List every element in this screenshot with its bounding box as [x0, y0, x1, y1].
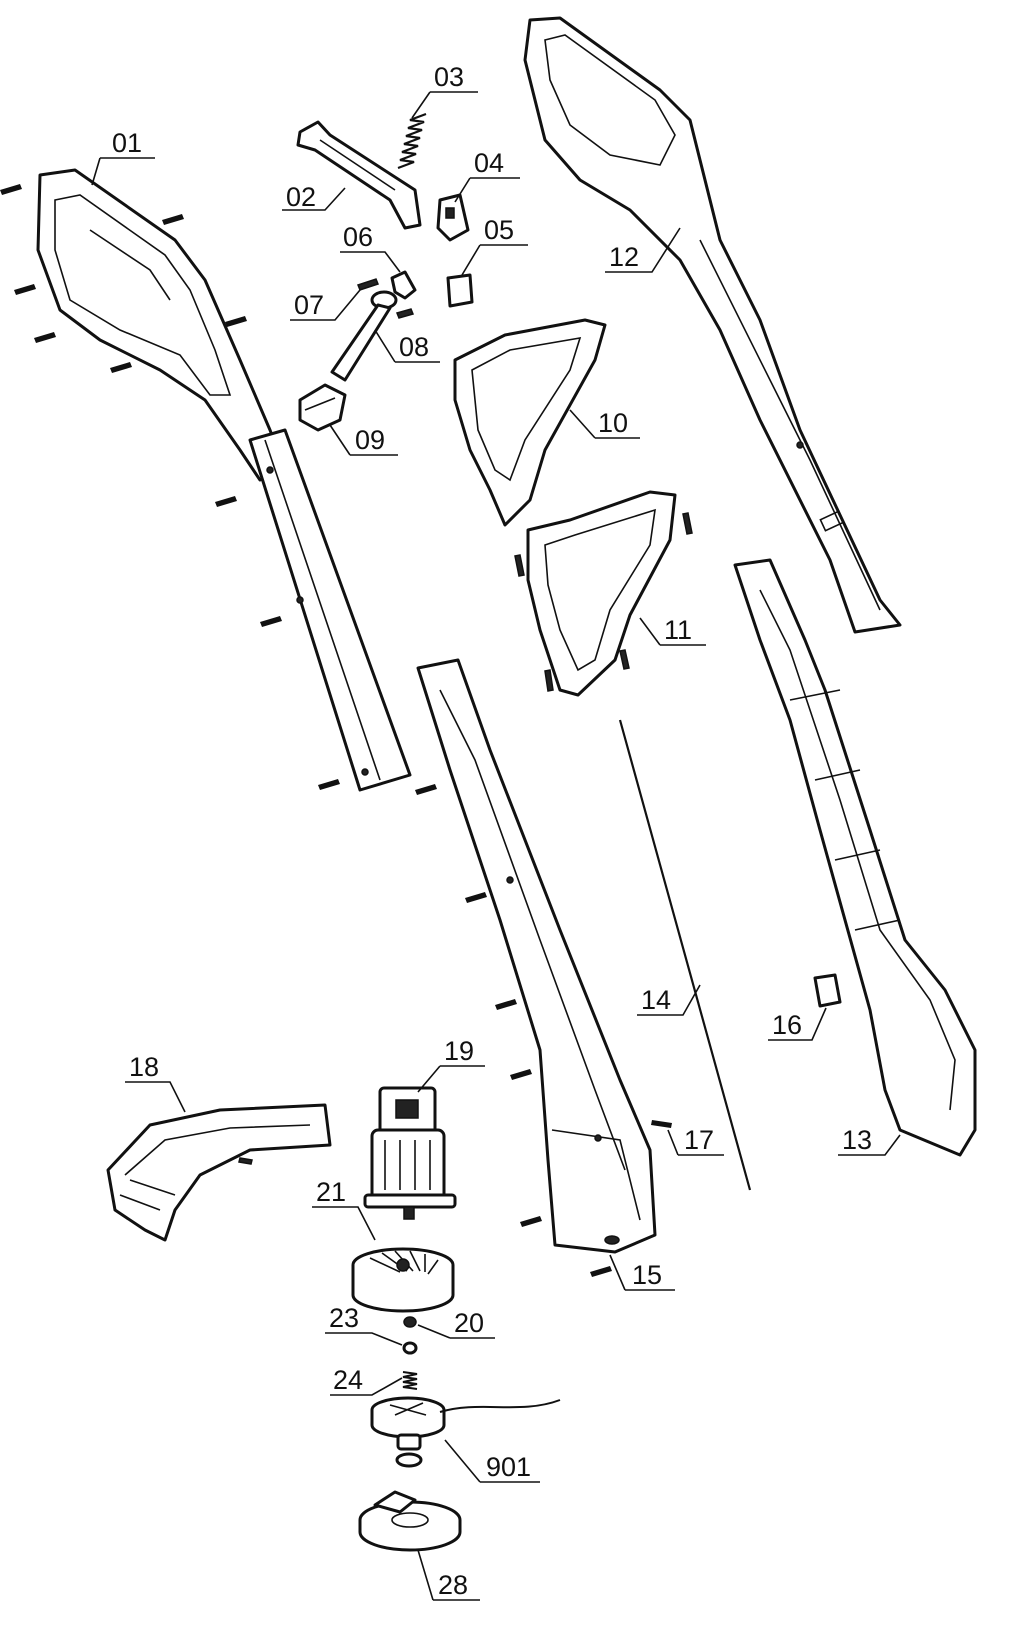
- part-12-handle-half-right: [523, 16, 902, 634]
- part-08-strain-relief: [330, 290, 415, 382]
- part-18-guard: [106, 1103, 332, 1242]
- label-part-901: 901: [486, 1452, 531, 1482]
- part-05-block: [446, 273, 474, 308]
- part-11-front-handle-half: [514, 490, 693, 697]
- part-10-front-handle-half: [453, 318, 607, 527]
- label-part-09: 09: [355, 425, 385, 455]
- label-part-19: 19: [444, 1036, 474, 1066]
- part-13-lower-housing-half: [733, 558, 977, 1157]
- label-part-06: 06: [343, 222, 373, 252]
- part-01-handle-half-left: [36, 168, 412, 792]
- label-part-18: 18: [129, 1052, 159, 1082]
- label-part-12: 12: [609, 242, 639, 272]
- label-part-20: 20: [454, 1308, 484, 1338]
- label-part-16: 16: [772, 1010, 802, 1040]
- part-24-spring: [402, 1371, 418, 1390]
- part-28-cap: [358, 1490, 462, 1552]
- part-labels: 01 02 03 04 05 06 07 08 09 10 11 12 13 1…: [112, 62, 872, 1600]
- part-07-screw: [357, 278, 379, 291]
- part-901-spool: [370, 1396, 561, 1468]
- part-21-fan: [351, 1247, 455, 1313]
- label-part-10: 10: [598, 408, 628, 438]
- label-part-21: 21: [316, 1177, 346, 1207]
- label-part-07: 07: [294, 290, 324, 320]
- part-03-spring: [397, 112, 427, 170]
- part-06-clip: [390, 270, 417, 300]
- label-part-24: 24: [333, 1365, 363, 1395]
- part-04-switch: [436, 193, 470, 242]
- part-15-lower-housing-half: [416, 658, 657, 1254]
- part-16-knob: [813, 973, 842, 1008]
- part-14-rod: [618, 719, 752, 1191]
- part-09-plug: [298, 383, 347, 432]
- part-02-trigger: [296, 120, 422, 230]
- label-part-11: 11: [664, 615, 692, 645]
- label-part-28: 28: [438, 1570, 468, 1600]
- part-20-washer: [403, 1316, 417, 1328]
- part-23-nut: [402, 1341, 418, 1355]
- part-19-motor: [363, 1086, 457, 1220]
- screws: [0, 184, 672, 1277]
- label-part-13: 13: [842, 1125, 872, 1155]
- label-part-04: 04: [474, 148, 504, 178]
- label-part-15: 15: [632, 1260, 662, 1290]
- label-part-14: 14: [641, 985, 671, 1015]
- label-part-01: 01: [112, 128, 142, 158]
- label-part-02: 02: [286, 182, 316, 212]
- label-part-08: 08: [399, 332, 429, 362]
- label-part-05: 05: [484, 215, 514, 245]
- label-part-23: 23: [329, 1303, 359, 1333]
- label-part-17: 17: [684, 1125, 714, 1155]
- label-part-03: 03: [434, 62, 464, 92]
- leader-lines: [91, 91, 901, 1601]
